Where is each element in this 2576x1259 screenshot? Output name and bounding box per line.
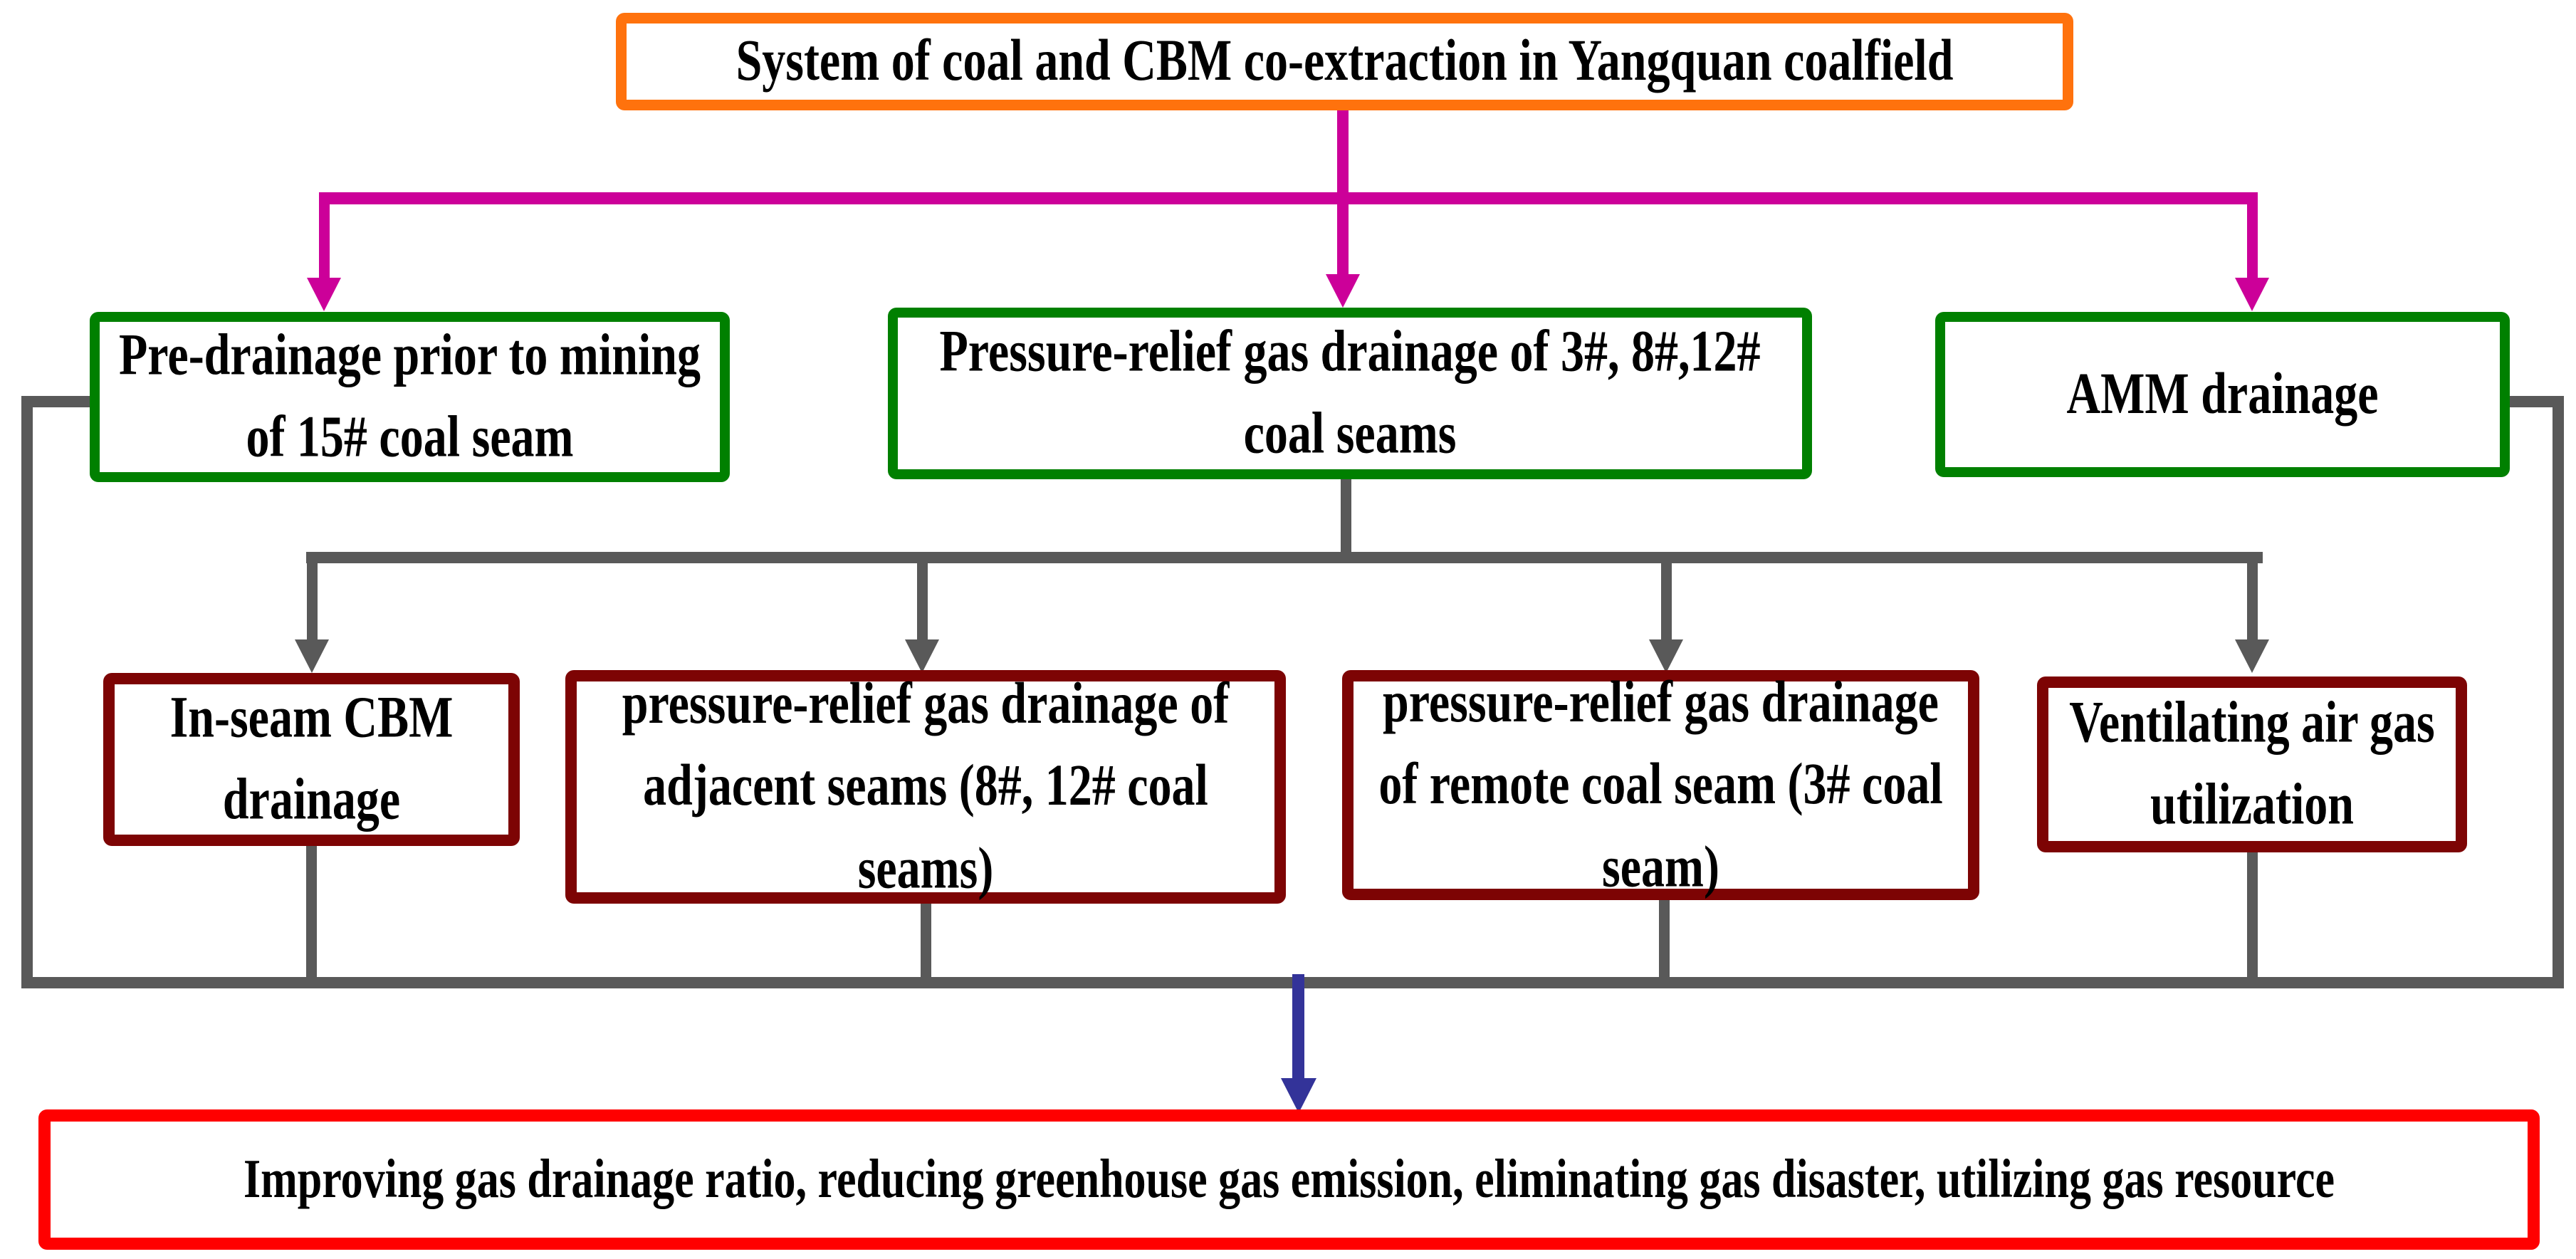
box-pre-drainage: Pre-drainage prior to mining of 15# coal… bbox=[90, 312, 730, 482]
arrowhead-amm bbox=[2235, 278, 2269, 311]
box-amm-drainage-label: AMM drainage bbox=[2066, 361, 2379, 427]
box-in-seam-cbm: In-seam CBM drainage bbox=[103, 673, 520, 846]
connector-outcome-stem bbox=[1292, 974, 1304, 1080]
box-remote-seam: pressure-relief gas drainage of remote c… bbox=[1342, 670, 1979, 900]
box-pressure-relief: Pressure-relief gas drainage of 3#, 8#,1… bbox=[888, 308, 1812, 479]
arrowhead-pre-drainage bbox=[307, 278, 341, 311]
bracket-left-vertical bbox=[21, 396, 33, 988]
bracket-right-stub bbox=[2510, 396, 2564, 407]
connector-drop-pressure-relief bbox=[1337, 204, 1349, 275]
box-adjacent-seams: pressure-relief gas drainage of adjacent… bbox=[565, 670, 1286, 904]
arrowhead-ventilating bbox=[2235, 639, 2269, 673]
box-ventilating-air: Ventilating air gas utilization bbox=[2037, 676, 2467, 852]
box-pre-drainage-label: Pre-drainage prior to mining of 15# coal… bbox=[118, 323, 701, 470]
box-amm-drainage: AMM drainage bbox=[1935, 312, 2510, 477]
connector-level1-hbar bbox=[319, 192, 2258, 204]
connector-drop-amm bbox=[2247, 204, 2258, 280]
connector-pressure-relief-stem bbox=[1341, 478, 1351, 553]
bracket-left-stub bbox=[21, 396, 90, 407]
connector-level2-hbar bbox=[306, 552, 2263, 563]
connector-title-stem bbox=[1337, 108, 1349, 204]
title-box: System of coal and CBM co-extraction in … bbox=[616, 13, 2073, 110]
box-remote-seam-label: pressure-relief gas drainage of remote c… bbox=[1378, 669, 1943, 899]
connector-drop-adjacent bbox=[917, 563, 928, 642]
connector-drop-remote bbox=[1661, 563, 1672, 642]
connector-drop-in-seam bbox=[307, 563, 318, 642]
box-ventilating-air-label: Ventilating air gas utilization bbox=[2069, 690, 2435, 837]
arrowhead-pressure-relief bbox=[1326, 274, 1360, 308]
arrowhead-adjacent bbox=[905, 639, 939, 673]
box-adjacent-seams-label: pressure-relief gas drainage of adjacent… bbox=[622, 672, 1230, 902]
outcome-box: Improving gas drainage ratio, reducing g… bbox=[38, 1109, 2540, 1250]
collector-drop-remote bbox=[1659, 899, 1670, 977]
arrowhead-remote bbox=[1649, 639, 1683, 673]
collector-drop-in-seam bbox=[306, 845, 317, 977]
bracket-right-vertical bbox=[2553, 396, 2564, 988]
connector-drop-pre-drainage bbox=[319, 204, 330, 280]
title-label: System of coal and CBM co-extraction in … bbox=[735, 28, 1954, 94]
collector-drop-ventilating bbox=[2247, 851, 2258, 977]
arrowhead-outcome bbox=[1281, 1078, 1316, 1113]
connector-drop-ventilating bbox=[2247, 563, 2258, 642]
box-pressure-relief-label: Pressure-relief gas drainage of 3#, 8#,1… bbox=[939, 319, 1761, 466]
arrowhead-in-seam bbox=[295, 639, 329, 673]
box-in-seam-cbm-label: In-seam CBM drainage bbox=[169, 685, 454, 832]
outcome-label: Improving gas drainage ratio, reducing g… bbox=[243, 1149, 2335, 1210]
collector-drop-adjacent bbox=[921, 902, 931, 977]
